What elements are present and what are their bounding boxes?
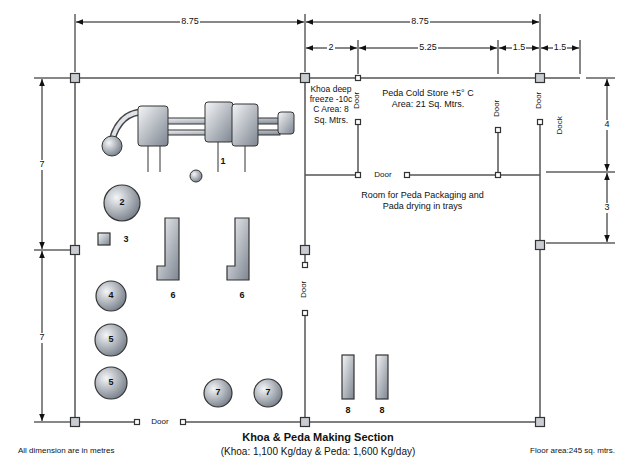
- dimension: 8.75: [180, 17, 200, 27]
- door-label: Door: [354, 90, 363, 109]
- door-jambs: [135, 76, 543, 425]
- callout-number: 5: [108, 378, 113, 388]
- cold-store-room: Peda Cold Store +5° C Area: 21 Sq. Mtrs.: [364, 88, 492, 168]
- callout-number: 2: [119, 198, 124, 208]
- room-label: Khoa deep freeze -10c C Area: 8 Sq. Mtrs…: [309, 84, 353, 125]
- note: Floor area:245 sq. mtrs.: [530, 447, 615, 456]
- dimension: 8.75: [410, 17, 430, 27]
- khoa-machine: [102, 102, 294, 182]
- door-label: Door: [373, 171, 392, 180]
- dimension: 1.5: [553, 43, 568, 53]
- room-label: Peda Cold Store +5° C Area: 21 Sq. Mtrs.: [378, 88, 478, 110]
- callout-number: 5: [108, 335, 113, 345]
- room-label: Room for Peda Packaging and Pada drying …: [358, 190, 488, 212]
- note: All dimension are in metres: [18, 447, 114, 456]
- door-label: Door: [150, 418, 169, 427]
- packaging-room: Room for Peda Packaging and Pada drying …: [330, 190, 515, 260]
- door-label: Dock: [556, 116, 565, 134]
- door-label: Door: [494, 98, 503, 117]
- dimension-lines: [34, 14, 615, 422]
- dimension: 7: [38, 160, 45, 170]
- callout-number: 6: [239, 291, 244, 301]
- freezer-room: Khoa deep freeze -10c C Area: 8 Sq. Mtrs…: [308, 84, 354, 172]
- dimension: 7: [38, 333, 45, 343]
- callout-number: 7: [215, 388, 220, 398]
- walls: [75, 78, 580, 422]
- plan-caption: (Khoa: 1,100 Kg/day & Peda: 1,600 Kg/day…: [221, 446, 416, 457]
- dimension: 4: [603, 120, 610, 130]
- dimension: 1.5: [512, 43, 527, 53]
- dimension: 3: [603, 203, 610, 213]
- callout-number: 8: [345, 406, 350, 416]
- callout-number: 6: [170, 291, 175, 301]
- door-label: Door: [536, 90, 545, 109]
- columns: [71, 74, 545, 427]
- callout-number: 3: [123, 235, 128, 245]
- dimension: 5.25: [418, 43, 438, 53]
- plan-title: Khoa & Peda Making Section: [242, 431, 394, 443]
- callout-number: 7: [265, 388, 270, 398]
- equipment: [95, 185, 388, 407]
- door-label: Door: [301, 279, 310, 298]
- callout-number: 1: [220, 157, 225, 167]
- dimension: 2: [327, 43, 334, 53]
- callout-number: 4: [108, 291, 113, 301]
- callout-number: 8: [379, 406, 384, 416]
